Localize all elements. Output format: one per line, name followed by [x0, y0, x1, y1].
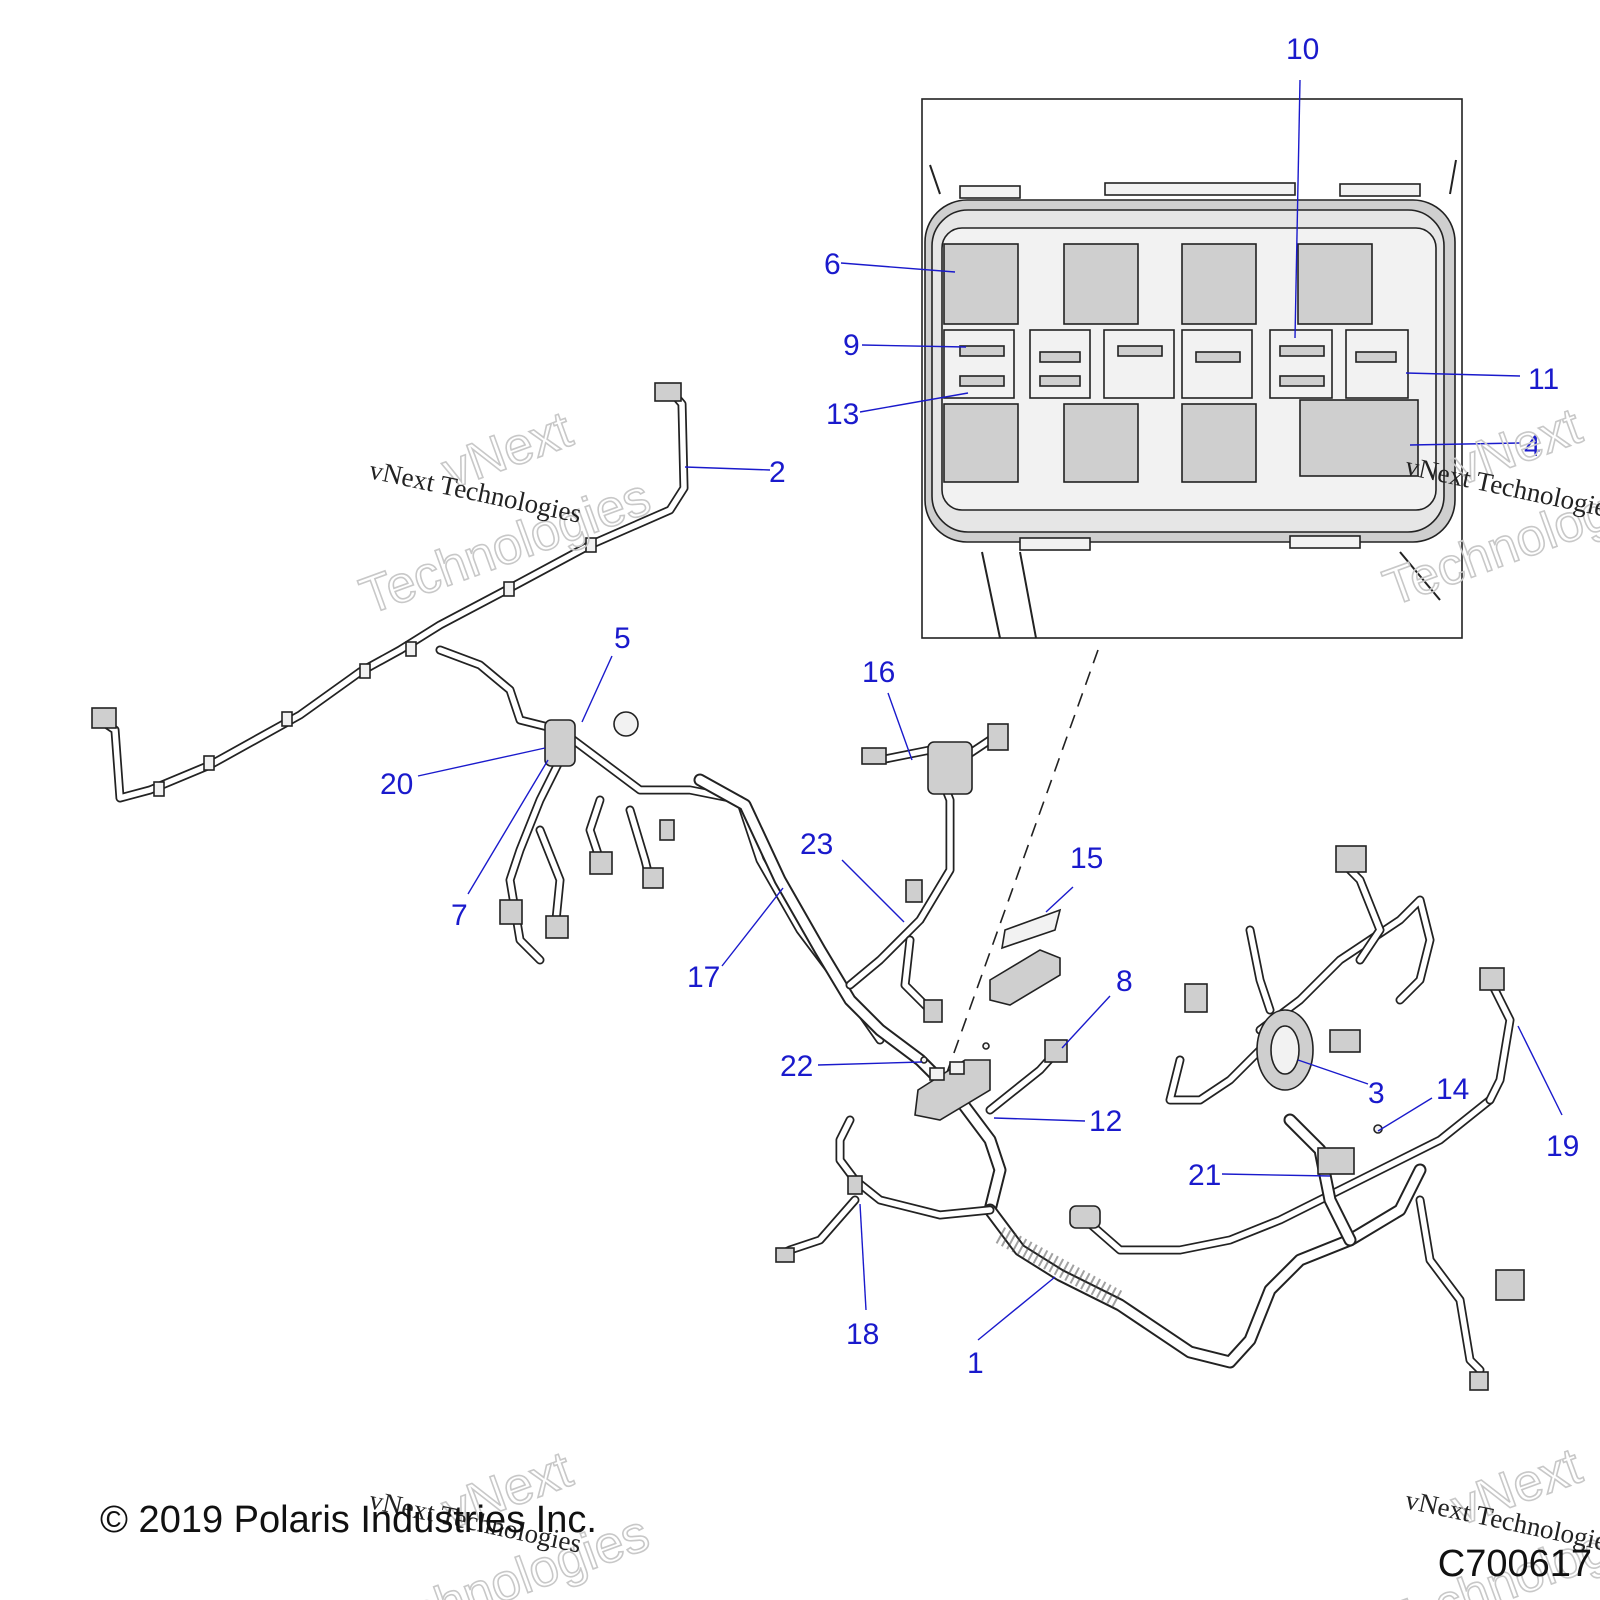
- callout-14: 14: [1436, 1073, 1469, 1106]
- detail-projection-line: [939, 649, 1099, 1093]
- callout-1: 1: [967, 1347, 984, 1380]
- copyright-text: © 2019 Polaris Industries Inc.: [100, 1499, 597, 1541]
- callout-4: 4: [1524, 430, 1541, 463]
- figure-id: C700617: [1438, 1543, 1592, 1585]
- callout-16: 16: [862, 656, 895, 689]
- center-harness: [693, 723, 1009, 1217]
- callout-20: 20: [380, 768, 413, 801]
- callout-22: 22: [780, 1050, 813, 1083]
- callout-3: 3: [1368, 1077, 1385, 1110]
- fuse-box-detail-inset: [921, 98, 1463, 639]
- fuse-middle-row: [943, 329, 1409, 399]
- right-harness: [1165, 845, 1525, 1391]
- callout-5: 5: [614, 622, 631, 655]
- callout-15: 15: [1070, 842, 1103, 875]
- relay-top-row: [943, 243, 1373, 325]
- callout-8: 8: [1116, 965, 1133, 998]
- callout-labels: 1 2 3 4 5 6 7 8 9 10 11 12 13 14 15 16 1…: [380, 33, 1579, 1380]
- main-harness: [775, 1095, 1495, 1369]
- callout-12: 12: [1089, 1105, 1122, 1138]
- callout-21: 21: [1188, 1159, 1221, 1192]
- callout-13: 13: [826, 398, 859, 431]
- callout-17: 17: [687, 961, 720, 994]
- callout-23: 23: [800, 828, 833, 861]
- callout-2: 2: [769, 456, 786, 489]
- callout-7: 7: [451, 899, 468, 932]
- relay-bottom-row: [943, 399, 1419, 483]
- callout-6: 6: [824, 248, 841, 281]
- callout-10: 10: [1286, 33, 1319, 66]
- upper-harness-branch: [91, 382, 689, 803]
- callout-11: 11: [1528, 363, 1559, 396]
- callout-18: 18: [846, 1318, 879, 1351]
- leader-lines: [417, 79, 1563, 1341]
- callout-19: 19: [1546, 1130, 1579, 1163]
- fuse-box-assembly: [914, 908, 1068, 1121]
- callout-9: 9: [843, 329, 860, 362]
